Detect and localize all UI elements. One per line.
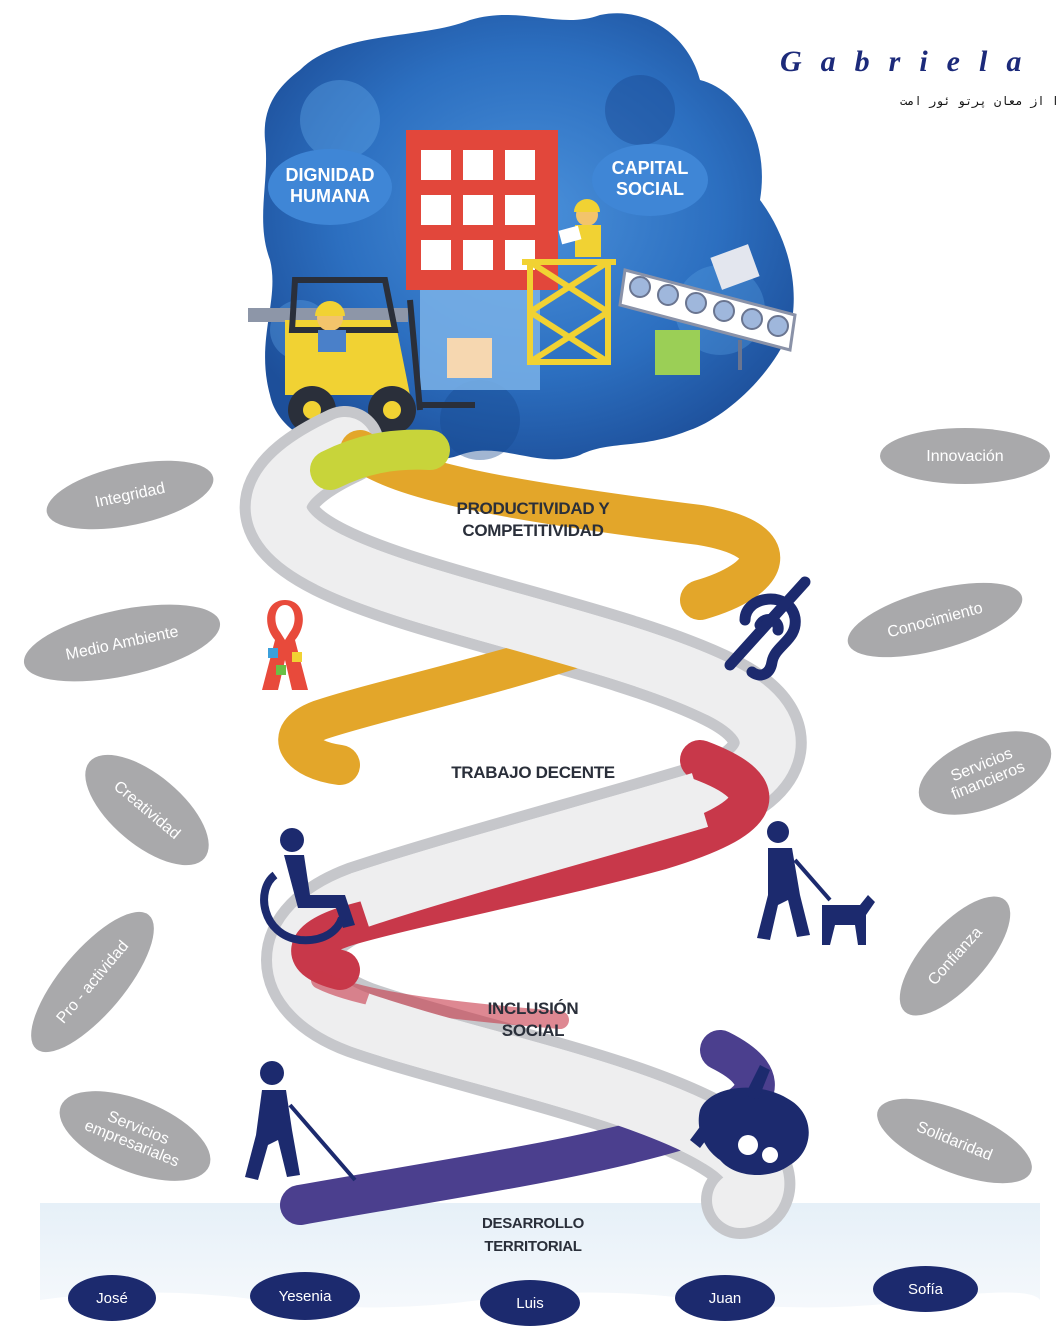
capital-text: CAPITAL SOCIAL	[611, 158, 689, 199]
name-pill-sofia: Sofía	[873, 1266, 978, 1312]
desarrollo-territorial-label: DESARROLLO TERRITORIAL	[481, 1215, 585, 1255]
hearing-impaired-icon	[724, 576, 811, 681]
helix	[239, 406, 807, 1239]
dignidad-humana-label: DIGNIDAD HUMANA	[286, 165, 375, 207]
header-title: Gabriela	[780, 45, 1041, 78]
value-cloud-innovacion: Innovación	[880, 428, 1050, 484]
dignidad-bubble	[268, 149, 392, 225]
worker-icon	[558, 199, 601, 257]
name-text: Sofía	[907, 1280, 944, 1298]
helix-label-trabajo: TRABAJO DECENTE	[451, 763, 615, 782]
value-text: Integridad	[93, 479, 167, 511]
value-text: Servicios financieros	[948, 745, 1028, 804]
name-text: Yesenia	[278, 1287, 332, 1305]
header-subtitle: ا از معان پرتو ئور امت	[900, 94, 1059, 108]
helix-label-productividad: PRODUCTIVIDAD Y COMPETITIVIDAD	[456, 499, 610, 540]
name-pill-yesenia: Yesenia	[250, 1272, 360, 1320]
building-icon	[406, 130, 558, 390]
forklift-icon	[248, 277, 475, 434]
guide-dog-icon	[757, 821, 875, 945]
name-pill-luis: Luis	[480, 1280, 580, 1326]
helix-label-inclusion: INCLUSIÓN SOCIAL	[487, 999, 579, 1040]
value-text: Medio Ambiente	[64, 622, 180, 664]
value-text: Solidaridad	[914, 1118, 995, 1164]
name-pill-juan: Juan	[675, 1275, 775, 1321]
dignidad-text: DIGNIDAD HUMANA	[285, 165, 375, 206]
name-pill-jose: José	[68, 1275, 156, 1321]
scaffolding-icon	[522, 259, 616, 365]
value-text: Conocimiento	[885, 599, 985, 641]
name-text: Luis	[516, 1294, 544, 1312]
capital-bubble	[592, 144, 708, 216]
sign-language-icon	[690, 1065, 809, 1176]
autism-ribbon-icon	[262, 600, 308, 690]
value-text: Innovación	[926, 447, 1004, 465]
blind-cane-icon	[245, 1061, 357, 1182]
conveyor-icon	[618, 244, 797, 375]
wheelchair-icon	[260, 828, 355, 945]
value-text: Creatividad	[110, 777, 184, 843]
name-text: Juan	[708, 1289, 742, 1307]
name-text: José	[96, 1289, 128, 1307]
capital-social-label: CAPITAL SOCIAL	[612, 158, 689, 200]
